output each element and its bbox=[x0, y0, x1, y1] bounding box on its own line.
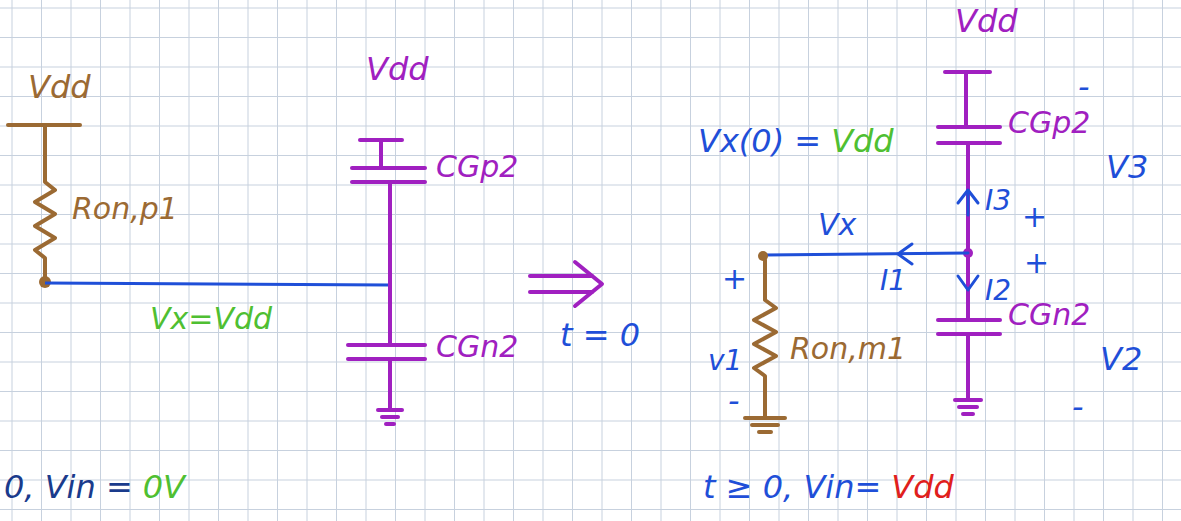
circuit-label: Vdd bbox=[366, 52, 429, 87]
circuit-label: Vdd bbox=[28, 70, 91, 105]
circuit-label: I3 bbox=[985, 186, 1011, 217]
circuit-label: + bbox=[722, 262, 747, 295]
circuit-label: v1 bbox=[708, 346, 742, 377]
circuit-label: CGp2 bbox=[436, 150, 518, 183]
circuit-label: CGn2 bbox=[1008, 298, 1090, 331]
circuit-label: Vdd bbox=[955, 4, 1018, 39]
circuit-label: I1 bbox=[880, 266, 906, 297]
circuit-label: - bbox=[1078, 70, 1090, 105]
circuit-label: Ron,m1 bbox=[790, 332, 906, 365]
circuit-label: - bbox=[1072, 390, 1084, 425]
circuit-label: + bbox=[1022, 200, 1047, 233]
circuit-label: t = 0 bbox=[560, 318, 640, 353]
circuit-label: Vx bbox=[818, 208, 856, 241]
circuit-label: V3 bbox=[1106, 150, 1148, 185]
circuit-label: 0V bbox=[143, 470, 185, 505]
circuit-label: I2 bbox=[985, 276, 1011, 307]
circuit-label: + bbox=[1024, 246, 1049, 279]
circuit-label: - bbox=[728, 384, 740, 419]
circuit-label: CGn2 bbox=[436, 330, 518, 363]
circuit-label: 0, Vin = bbox=[4, 470, 133, 505]
circuit-label: Vx(0) = bbox=[698, 124, 821, 159]
circuit-label: Vdd bbox=[891, 470, 954, 505]
circuit-label: Vx=Vdd bbox=[150, 302, 272, 335]
circuit-label: Ron,p1 bbox=[72, 192, 178, 225]
circuit-label: Vdd bbox=[831, 124, 894, 159]
circuit-label: V2 bbox=[1100, 342, 1142, 377]
circuit-label: t ≥ 0, Vin= bbox=[703, 470, 881, 505]
circuit-label: CGp2 bbox=[1008, 106, 1090, 139]
